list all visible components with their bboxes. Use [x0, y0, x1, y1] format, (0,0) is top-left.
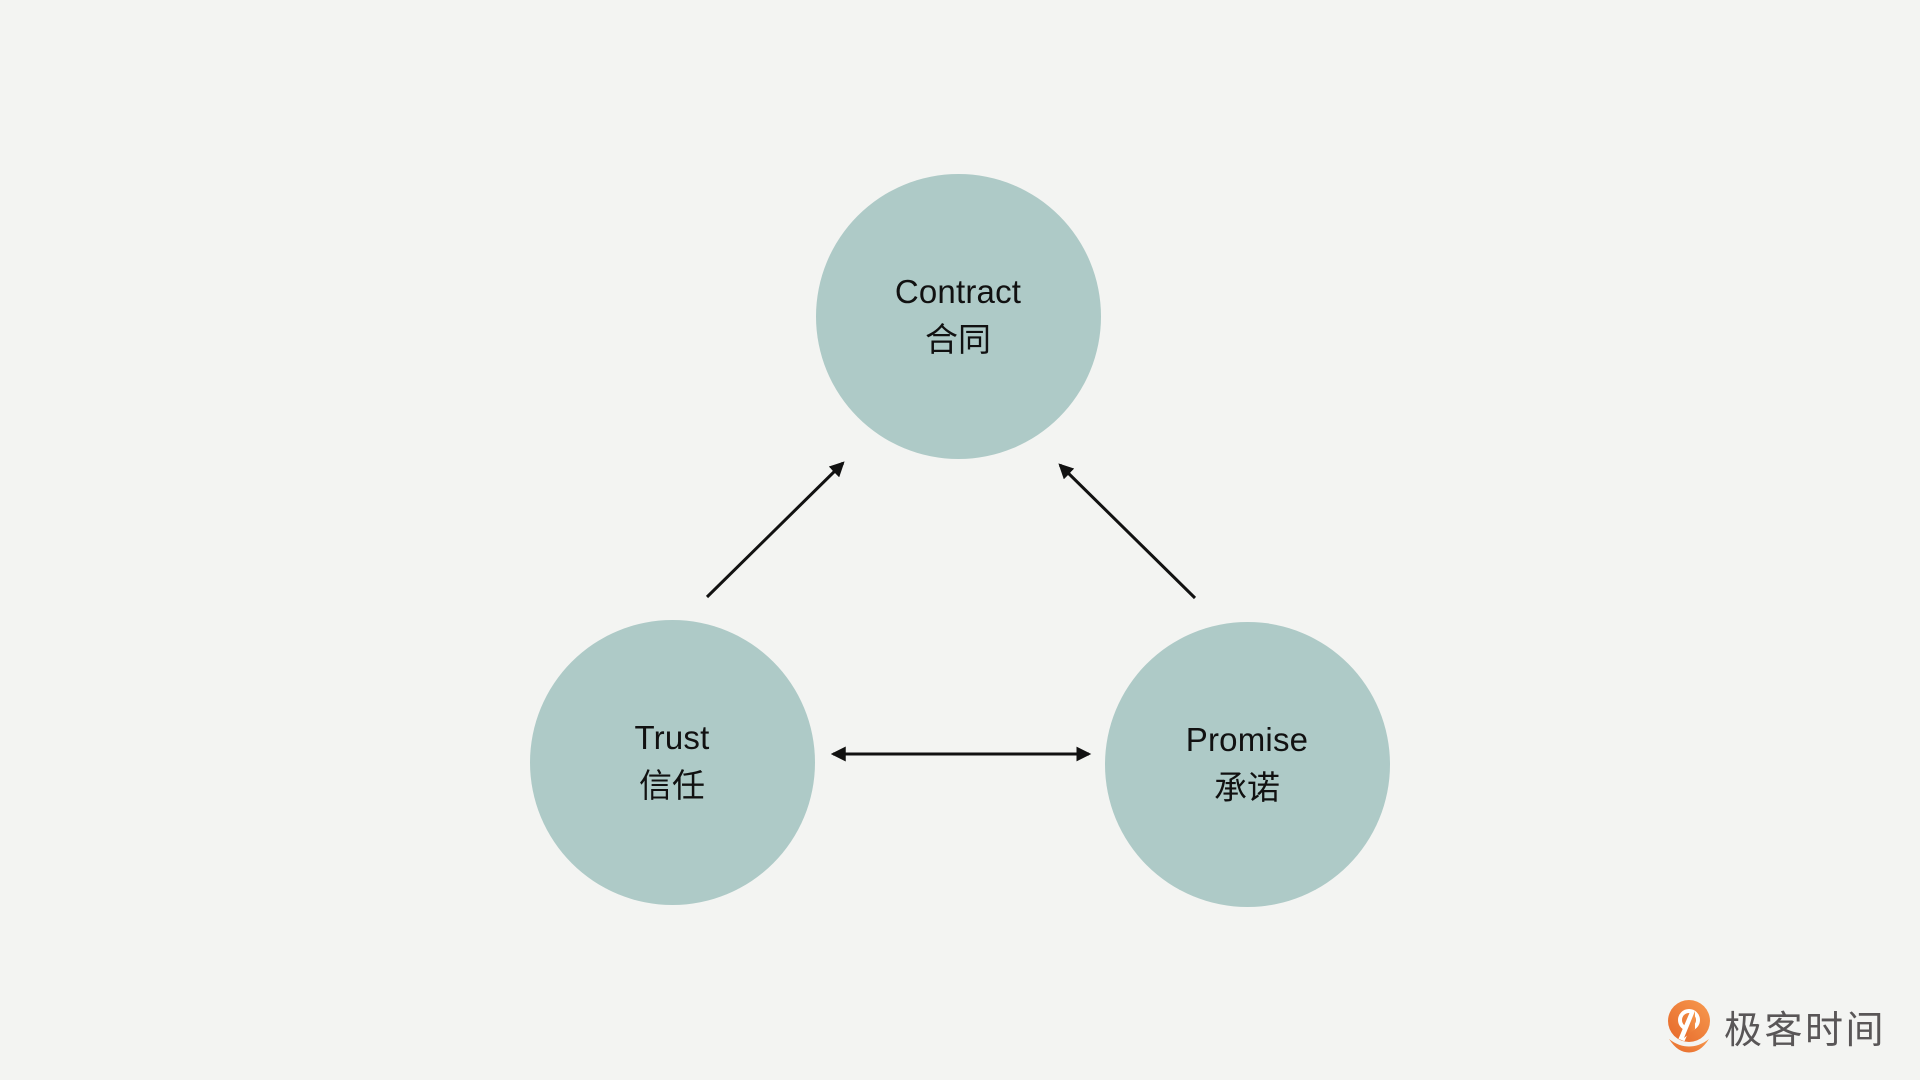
node-promise-label-en: Promise: [1185, 720, 1309, 758]
geektime-logo-text: 极客时间: [1723, 1010, 1886, 1052]
edge-promise-contract: [1058, 463, 1197, 600]
edge-trust-contract: [705, 461, 845, 599]
geektime-logo: 极客时间: [1665, 999, 1886, 1054]
logo-pin-tail: [1668, 1038, 1709, 1052]
node-trust-label-zh: 信任: [639, 766, 705, 804]
node-promise-label-zh: 承诺: [1214, 768, 1280, 806]
node-contract-label-en: Contract: [894, 272, 1022, 310]
node-contract-label-zh: 合同: [925, 320, 991, 358]
node-trust-label-en: Trust: [634, 718, 710, 756]
node-promise: Promise 承诺: [1104, 621, 1390, 907]
geektime-logo-icon: [1667, 999, 1710, 1052]
logo-channel: [1678, 1011, 1696, 1041]
node-trust: Trust 信任: [529, 619, 815, 905]
logo-arrow: [1683, 1010, 1695, 1038]
node-contract: Contract 合同: [815, 173, 1101, 459]
